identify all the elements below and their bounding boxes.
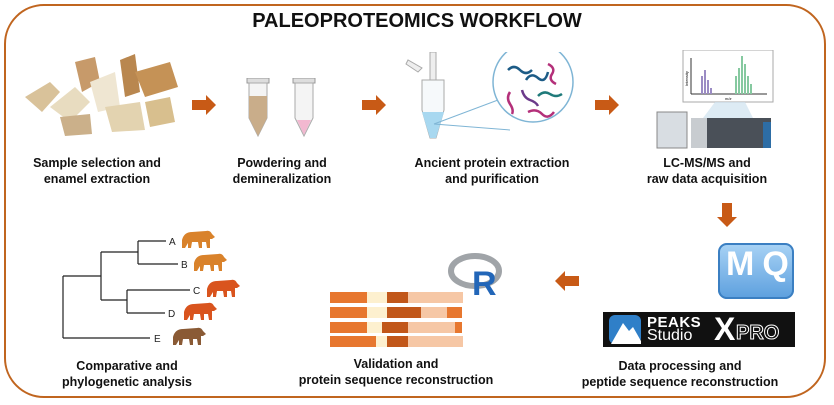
bear-icon: [194, 253, 227, 271]
teeth-image: [25, 54, 178, 136]
tree-leaf-label: C: [193, 286, 200, 297]
mountain-icon: [609, 315, 641, 344]
arrow-right-icon: [362, 95, 386, 115]
sequence-row: [330, 322, 462, 333]
page-title: PALEOPROTEOMICS WORKFLOW: [252, 10, 582, 32]
tree-leaf-label: E: [154, 334, 161, 345]
bear-icon: [173, 327, 206, 345]
workflow-frame: [4, 4, 826, 398]
spectrum-xlabel: m/z: [725, 96, 731, 101]
arrow-right-icon: [192, 95, 216, 115]
arrow-down-icon: [717, 203, 737, 227]
sequence-row: [330, 292, 463, 303]
peaks-text: PEAKS: [647, 314, 702, 331]
sequence-coverage-bars: [330, 292, 463, 347]
maxquant-logo: MQ: [718, 243, 794, 299]
bear-icon: [207, 279, 240, 297]
mass-spectrometer-image: Intensity m/z: [656, 50, 774, 149]
bear-icon: [184, 302, 217, 320]
arrow-left-icon: [555, 271, 579, 291]
r-logo-text: R: [472, 265, 497, 298]
bear-icon: [182, 230, 215, 248]
phylogenetic-tree: A B C D E: [62, 230, 240, 345]
sequence-row: [330, 336, 463, 347]
arrow-right-icon: [595, 95, 619, 115]
spectrum-ylabel: Intensity: [684, 71, 689, 86]
tree-leaf-label: D: [168, 309, 175, 320]
peaks-studio-logo: PEAKS Studio X PRO: [603, 312, 795, 347]
x-text: X: [714, 311, 736, 347]
studio-text: Studio: [647, 327, 693, 344]
protein-extraction-image: [405, 52, 574, 139]
maxquant-logo-text: MQ: [726, 245, 797, 283]
pro-text: PRO: [735, 322, 780, 345]
sequence-row: [330, 307, 462, 318]
tubes-image: [246, 78, 316, 138]
tree-leaf-label: A: [169, 237, 176, 248]
r-logo: R: [448, 253, 502, 298]
tree-leaf-label: B: [181, 260, 188, 271]
